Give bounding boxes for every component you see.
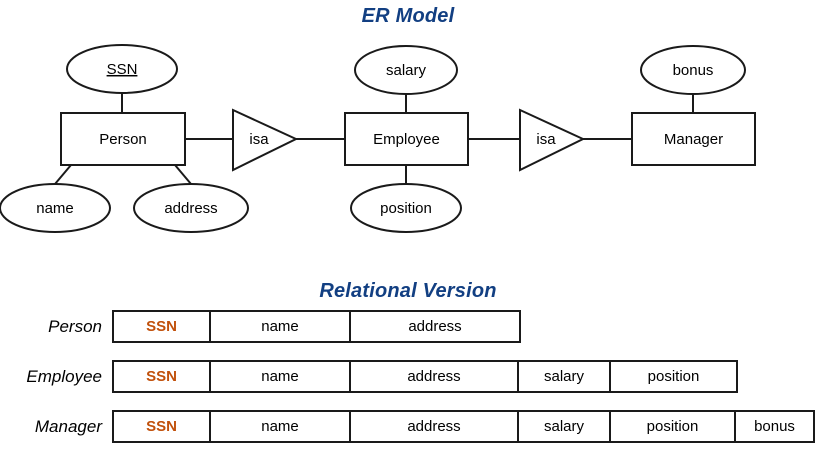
er-model-title: ER Model <box>361 5 455 27</box>
attribute-label: bonus <box>673 62 714 79</box>
attribute-ellipse <box>354 45 458 95</box>
column-key-cell: SSN <box>114 312 211 341</box>
column-cell: position <box>647 368 700 385</box>
column-cell: name <box>211 412 351 441</box>
column-cell: salary <box>519 412 611 441</box>
column-cell: address <box>351 412 519 441</box>
attribute-label: position <box>380 200 432 217</box>
column-key-cell: SSN <box>114 412 211 441</box>
er-attribute-group: SSN name address salary position bonus <box>0 44 746 233</box>
attribute-position: position <box>350 183 462 233</box>
attribute-bonus: bonus <box>640 45 746 95</box>
entity-manager: Manager <box>631 112 756 166</box>
column-cell: name <box>211 362 351 391</box>
isa-label: isa <box>249 131 269 148</box>
entity-label: Employee <box>373 131 440 148</box>
entity-box <box>344 112 469 166</box>
entity-box <box>60 112 186 166</box>
column-cell: bonus <box>754 418 795 435</box>
attribute-label: name <box>36 200 74 217</box>
attribute-connector <box>54 164 72 185</box>
relation-name-manager: Manager <box>34 416 102 436</box>
column-key-cell: SSN <box>114 362 211 391</box>
attribute-connector <box>174 164 192 185</box>
er-relationship-group: isa isa <box>232 108 586 172</box>
isa-triangle <box>519 108 586 172</box>
isa-label: isa <box>536 131 556 148</box>
attribute-ellipse <box>133 183 249 233</box>
entity-person: Person <box>60 112 186 166</box>
attribute-salary: salary <box>354 45 458 95</box>
isa-triangle <box>232 108 299 172</box>
column-cell: address <box>408 318 462 335</box>
attribute-ellipse <box>640 45 746 95</box>
er-entity-group: Person Employee Manager <box>60 112 756 166</box>
entity-box <box>631 112 756 166</box>
er-connector-lines <box>54 93 694 185</box>
relation-name-employee: Employee <box>26 366 102 386</box>
attribute-ssn: SSN <box>66 44 178 94</box>
attribute-address: address <box>133 183 249 233</box>
entity-employee: Employee <box>344 112 469 166</box>
attribute-label: salary <box>386 62 427 79</box>
attribute-ellipse <box>0 183 111 233</box>
relationship-isa-2: isa <box>519 108 586 172</box>
entity-label: Manager <box>664 131 723 148</box>
er-diagram: isa isa Person Employee Manager SSN name addr… <box>0 44 756 233</box>
column-cell: address <box>351 362 519 391</box>
column-cell: salary <box>519 362 611 391</box>
relationship-isa-1: isa <box>232 108 299 172</box>
column-cell: name <box>211 312 351 341</box>
entity-label: Person <box>99 131 147 148</box>
relation-name-person: Person <box>48 316 102 336</box>
attribute-name: name <box>0 183 111 233</box>
attribute-label: address <box>164 200 217 217</box>
attribute-ellipse <box>66 44 178 94</box>
attribute-key-label: SSN <box>107 61 138 78</box>
attribute-ellipse <box>350 183 462 233</box>
relational-version-title: Relational Version <box>319 280 497 302</box>
column-cell: position <box>611 412 736 441</box>
